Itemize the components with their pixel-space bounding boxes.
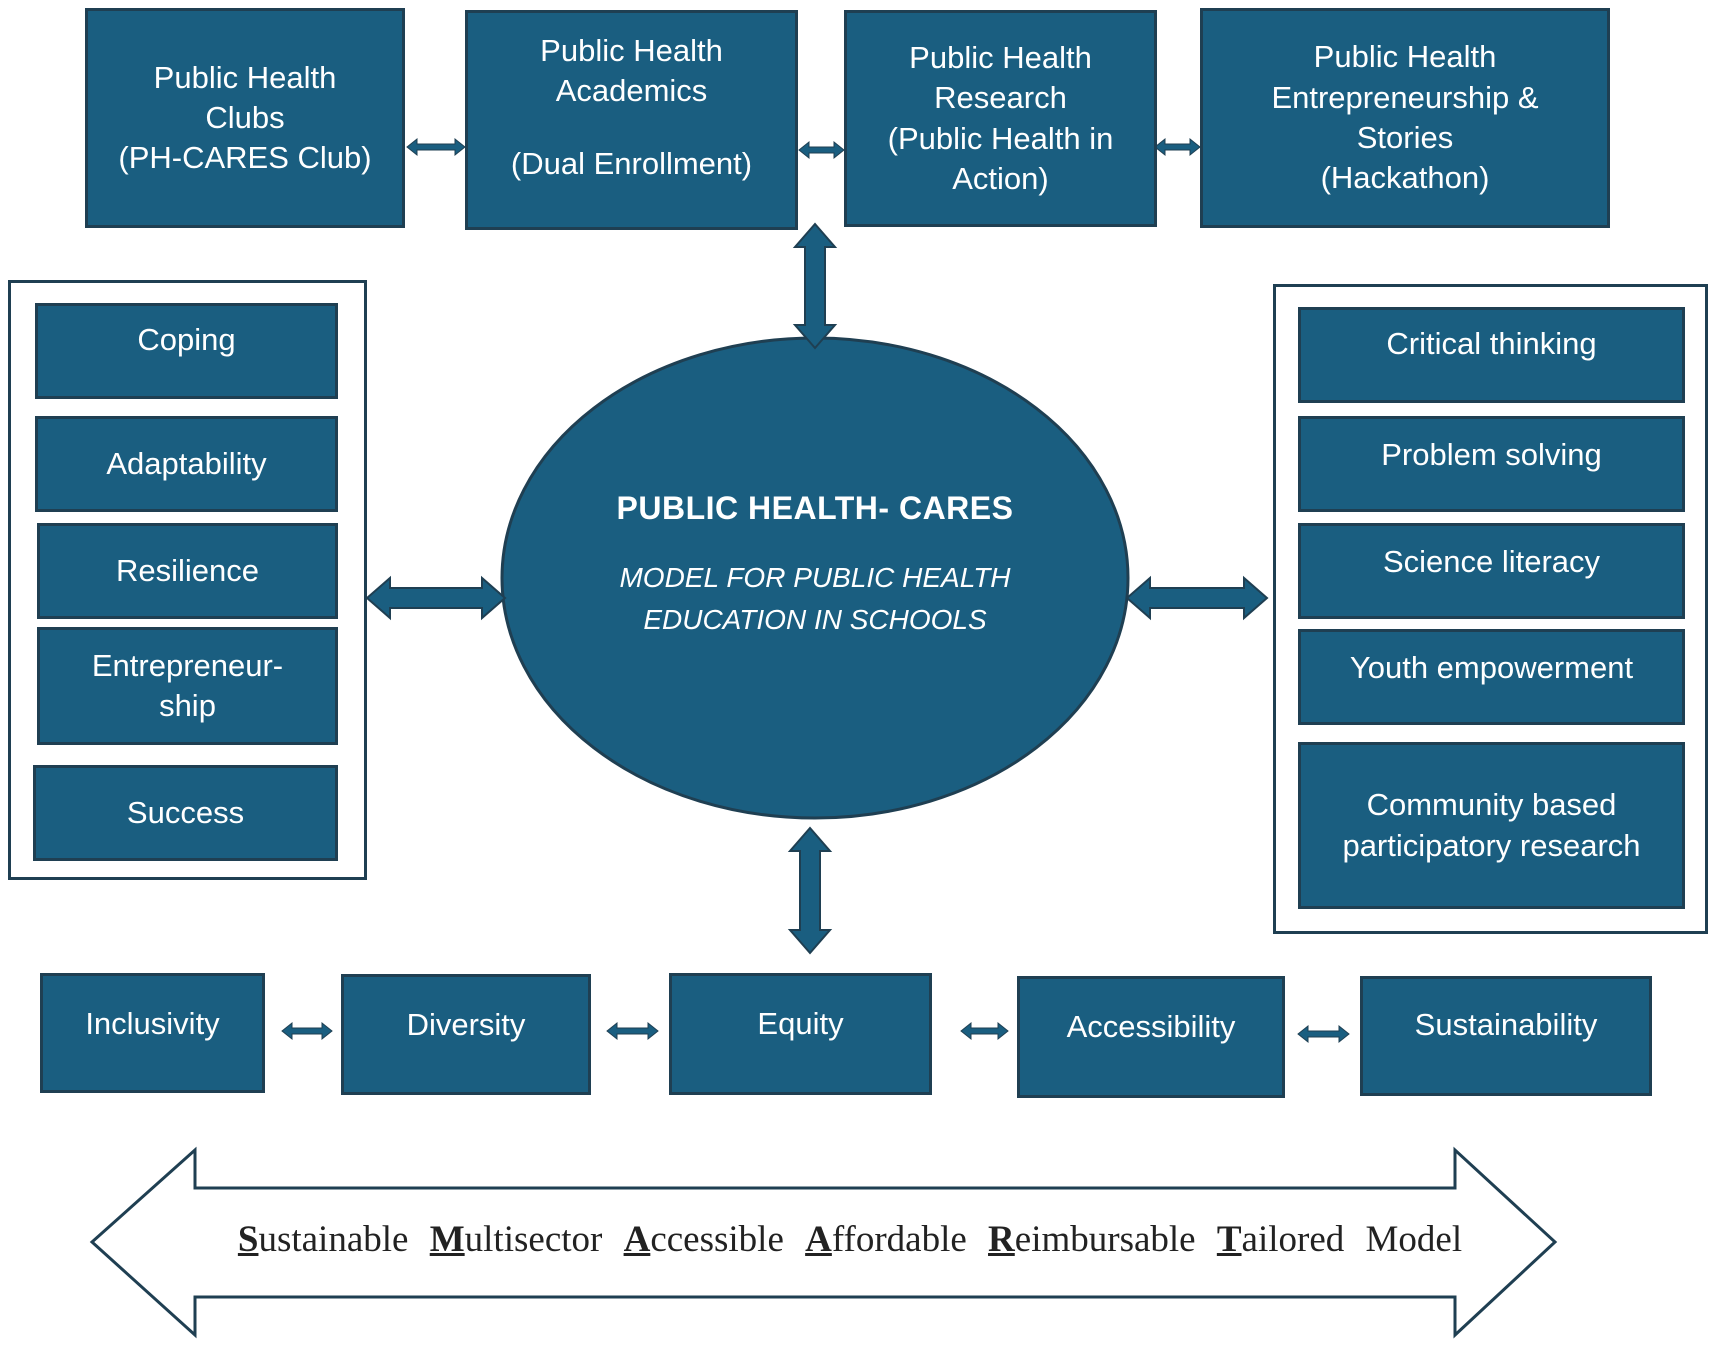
banner-word-rest: ultisector bbox=[464, 1219, 603, 1260]
top-box-academics: Public Health Academics (Dual Enrollment… bbox=[465, 10, 798, 230]
banner-word: Accessible bbox=[624, 1219, 784, 1260]
top-box-line: (Hackathon) bbox=[1320, 160, 1490, 196]
left-box-coping: Coping bbox=[35, 303, 338, 399]
banner-word: Reimbursable bbox=[988, 1219, 1196, 1260]
right-box-label: Youth empowerment bbox=[1349, 650, 1634, 685]
connector-bottom-3 bbox=[960, 1021, 1009, 1041]
right-box-cbpr: Community based participatory research bbox=[1298, 742, 1685, 909]
left-box-adaptability: Adaptability bbox=[35, 416, 338, 512]
top-box-line: Research bbox=[934, 80, 1067, 116]
right-box-critical-thinking: Critical thinking bbox=[1298, 307, 1685, 403]
top-box-line: (Dual Enrollment) bbox=[510, 145, 753, 181]
left-box-label: Resilience bbox=[115, 552, 259, 588]
bottom-box-inclusivity: Inclusivity bbox=[40, 973, 265, 1093]
banner-word-rest: Model bbox=[1365, 1219, 1463, 1260]
center-ellipse-text: PUBLIC HEALTH- CARES MODEL FOR PUBLIC HE… bbox=[520, 490, 1110, 641]
top-box-line: Public Health bbox=[540, 33, 723, 68]
right-box-label: Critical thinking bbox=[1386, 326, 1597, 361]
banner-word-rest: ailored bbox=[1241, 1219, 1345, 1260]
banner-word: Sustainable bbox=[238, 1219, 409, 1260]
right-box-label: participatory research bbox=[1342, 827, 1641, 863]
connector-top-1 bbox=[406, 137, 466, 157]
top-box-line: Public Health bbox=[1313, 39, 1497, 75]
arrow-left-to-center bbox=[365, 575, 507, 621]
bottom-box-diversity: Diversity bbox=[341, 974, 591, 1095]
connector-top-3 bbox=[1154, 137, 1201, 157]
left-box-label: Entrepreneur- bbox=[91, 647, 284, 683]
top-box-line: Public Health bbox=[909, 39, 1092, 75]
left-box-label: ship bbox=[159, 688, 216, 723]
banner-word-initial: S bbox=[237, 1219, 259, 1260]
banner-word: Model bbox=[1366, 1219, 1463, 1260]
right-box-label: Community based bbox=[1366, 787, 1617, 823]
top-box-line: (PH-CARES Club) bbox=[118, 140, 372, 176]
left-box-success: Success bbox=[33, 765, 338, 861]
banner-word-initial: R bbox=[988, 1219, 1015, 1260]
bottom-box-label: Diversity bbox=[406, 1007, 526, 1042]
connector-bottom-4 bbox=[1297, 1024, 1350, 1044]
banner-word-rest: eimbursable bbox=[1014, 1219, 1196, 1260]
top-box-clubs: Public Health Clubs (PH-CARES Club) bbox=[85, 8, 405, 228]
top-box-entrepreneurship: Public Health Entrepreneurship & Stories… bbox=[1200, 8, 1610, 228]
banner-word-initial: A bbox=[623, 1219, 651, 1260]
top-box-line: (Public Health in bbox=[887, 120, 1114, 156]
right-box-label: Problem solving bbox=[1381, 437, 1602, 472]
center-title: PUBLIC HEALTH- CARES bbox=[616, 490, 1014, 526]
left-box-resilience: Resilience bbox=[37, 523, 338, 619]
left-box-label: Coping bbox=[137, 322, 236, 357]
bottom-box-accessibility: Accessibility bbox=[1017, 976, 1285, 1098]
banner-word-initial: T bbox=[1216, 1219, 1242, 1260]
right-box-youth-empowerment: Youth empowerment bbox=[1298, 629, 1685, 725]
left-box-entrepreneurship: Entrepreneur- ship bbox=[37, 627, 338, 745]
banner-text: Sustainable Multisector Accessible Affor… bbox=[150, 1218, 1550, 1261]
banner-word: Tailored bbox=[1217, 1219, 1344, 1260]
banner-double-arrow bbox=[89, 1146, 1558, 1339]
top-box-line: Action) bbox=[952, 160, 1049, 196]
arrow-top-to-center bbox=[792, 222, 838, 350]
center-subtitle: MODEL FOR PUBLIC HEALTH EDUCATION IN SCH… bbox=[520, 557, 1110, 641]
top-box-research: Public Health Research (Public Health in… bbox=[844, 10, 1157, 227]
top-box-line: Academics bbox=[555, 73, 708, 109]
banner-word-rest: ffordable bbox=[831, 1219, 967, 1260]
right-box-problem-solving: Problem solving bbox=[1298, 416, 1685, 512]
top-box-line: Clubs bbox=[205, 99, 285, 135]
center-subtitle-line: MODEL FOR PUBLIC HEALTH bbox=[619, 562, 1011, 593]
bottom-box-equity: Equity bbox=[669, 973, 932, 1095]
bottom-box-label: Accessibility bbox=[1066, 1009, 1236, 1044]
connector-bottom-1 bbox=[281, 1021, 333, 1041]
bottom-box-label: Inclusivity bbox=[85, 1006, 220, 1041]
arrow-center-to-right bbox=[1125, 575, 1269, 621]
bottom-box-sustainability: Sustainability bbox=[1360, 976, 1652, 1096]
bottom-box-label: Sustainability bbox=[1414, 1007, 1598, 1042]
banner-word-rest: ustainable bbox=[258, 1219, 409, 1260]
banner-word-initial: A bbox=[805, 1219, 832, 1260]
center-subtitle-line: EDUCATION IN SCHOOLS bbox=[643, 604, 987, 635]
connector-bottom-2 bbox=[606, 1021, 659, 1041]
banner-word-initial: M bbox=[429, 1219, 465, 1260]
left-box-label: Success bbox=[126, 794, 245, 830]
bottom-box-label: Equity bbox=[757, 1006, 844, 1041]
banner-word-rest: ccessible bbox=[650, 1219, 784, 1260]
connector-top-2 bbox=[798, 140, 845, 160]
top-box-line: Public Health bbox=[153, 59, 337, 95]
right-box-science-literacy: Science literacy bbox=[1298, 523, 1685, 619]
top-box-line: Stories bbox=[1356, 120, 1454, 155]
right-box-label: Science literacy bbox=[1382, 544, 1601, 579]
left-box-label: Adaptability bbox=[106, 445, 267, 481]
top-box-line: Entrepreneurship & bbox=[1271, 79, 1539, 115]
banner-word: Multisector bbox=[430, 1219, 603, 1260]
arrow-center-to-bottom bbox=[787, 826, 833, 955]
banner-word: Affordable bbox=[805, 1219, 967, 1260]
